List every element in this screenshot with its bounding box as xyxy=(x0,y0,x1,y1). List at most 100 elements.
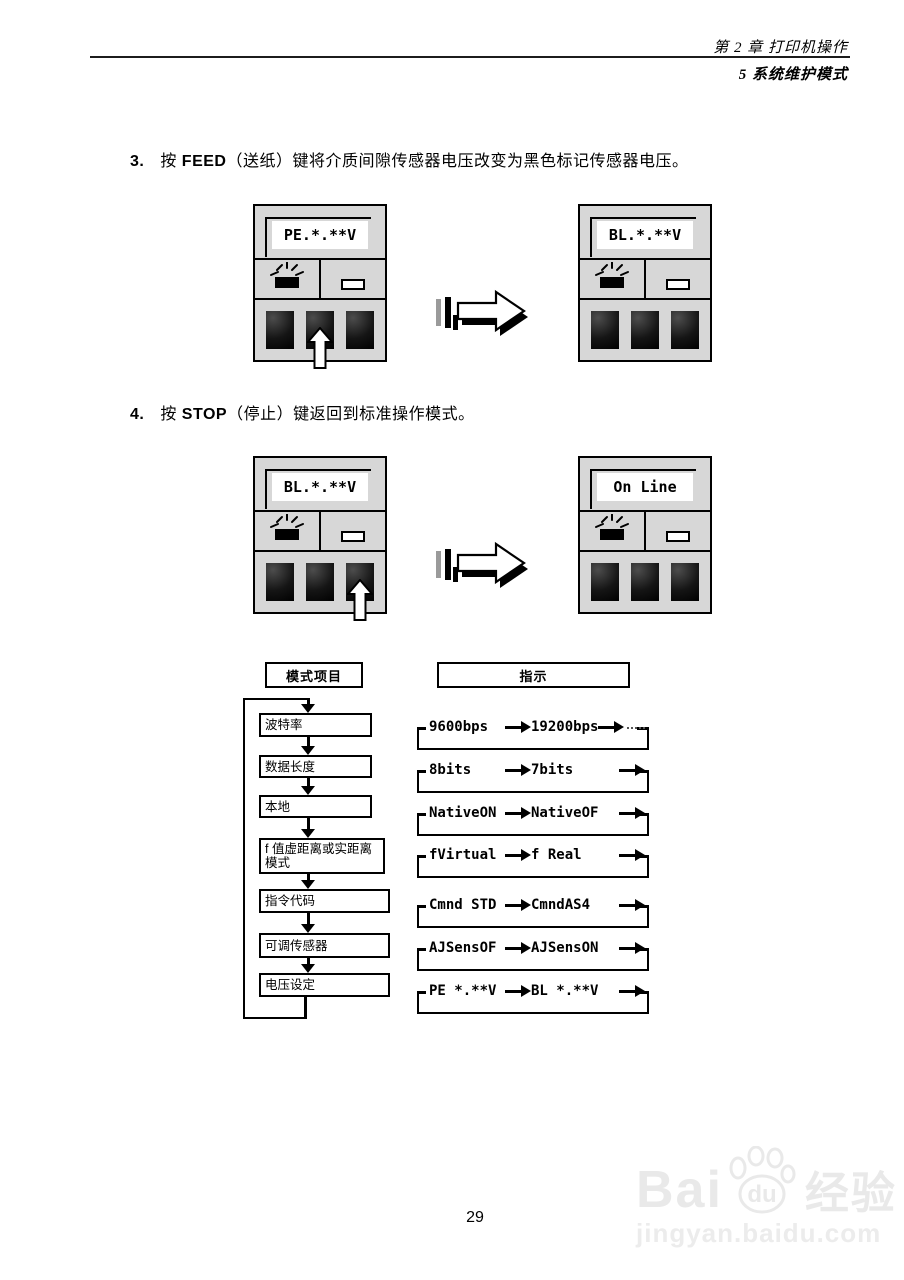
transition-arrow-icon xyxy=(436,289,528,336)
step-text: （送纸）键将介质间隙传感器电压改变为黑色标记传感器电压。 xyxy=(226,153,689,170)
led-on-indicator xyxy=(275,529,299,540)
right-arrow-icon xyxy=(505,807,531,819)
lcd-text: BL.*.**V xyxy=(608,226,682,244)
led-on-indicator xyxy=(600,529,624,540)
press-up-arrow-icon xyxy=(307,327,333,369)
header-rule xyxy=(90,56,850,58)
panel-button[interactable] xyxy=(346,311,374,349)
step-text: 按 xyxy=(160,406,182,423)
panel-button[interactable] xyxy=(591,563,619,601)
right-arrow-icon xyxy=(505,899,531,911)
option-label: fVirtual xyxy=(429,847,497,863)
flow-entry-arrow-icon xyxy=(301,698,315,713)
option-label: 9600bps xyxy=(429,719,489,735)
option-label: Cmnd STD xyxy=(429,897,497,913)
right-arrow-icon xyxy=(505,764,531,776)
right-arrow-icon xyxy=(619,849,645,861)
loop-corner xyxy=(417,813,426,816)
loop-outline xyxy=(417,855,649,878)
blink-rays-icon xyxy=(270,514,304,528)
flow-connector-arrow-icon xyxy=(301,737,315,755)
indicator-header: 指示 xyxy=(437,662,630,688)
printer-panel: BL.*.**V xyxy=(578,204,712,362)
panel-button[interactable] xyxy=(671,563,699,601)
watermark-logo: Bai du 经验 xyxy=(636,1146,904,1216)
mode-item-box: 数据长度 xyxy=(259,755,372,778)
mode-items-header: 模式项目 xyxy=(265,662,363,688)
indicator-row: AJSensOF AJSensON xyxy=(417,939,649,971)
loop-outline xyxy=(417,905,649,928)
continuation-dots xyxy=(627,726,645,729)
right-arrow-icon xyxy=(505,721,531,733)
option-label: BL *.**V xyxy=(531,983,599,999)
blink-rays-icon xyxy=(270,262,304,276)
blink-rays-icon xyxy=(595,514,629,528)
option-label: 8bits xyxy=(429,762,472,778)
loop-outline xyxy=(417,991,649,1014)
header-section: 5 系统维护模式 xyxy=(738,67,848,83)
header-chapter: 第 2 章 打印机操作 xyxy=(713,40,848,56)
watermark: Bai du 经验 jingyan.baidu.com xyxy=(636,1146,904,1249)
lcd-display: On Line xyxy=(590,469,696,509)
panel-button[interactable] xyxy=(671,311,699,349)
option-label: AJSensOF xyxy=(429,940,497,956)
panel-button[interactable] xyxy=(631,311,659,349)
mode-item-box: 指令代码 xyxy=(259,889,390,913)
loop-corner xyxy=(417,727,426,730)
watermark-brand-suffix: 经验 xyxy=(804,1169,897,1218)
option-label: f Real xyxy=(531,847,582,863)
right-arrow-icon xyxy=(505,942,531,954)
step-number: 4. xyxy=(130,406,145,423)
led-off-indicator xyxy=(666,531,690,542)
panel-button[interactable] xyxy=(631,563,659,601)
svg-text:du: du xyxy=(747,1181,776,1208)
press-up-arrow-icon xyxy=(347,579,373,621)
indicator-row: PE *.**V BL *.**V xyxy=(417,982,649,1014)
page-number: 29 xyxy=(466,1209,484,1226)
right-arrow-icon xyxy=(619,807,645,819)
lcd-text: On Line xyxy=(613,478,677,496)
transition-arrow-icon xyxy=(436,541,528,588)
right-arrow-icon xyxy=(619,899,645,911)
loop-outline xyxy=(417,813,649,836)
lcd-display: BL.*.**V xyxy=(590,217,696,257)
lcd-display: PE.*.**V xyxy=(265,217,371,257)
flow-connector-arrow-icon xyxy=(301,874,315,889)
indicator-row: fVirtual f Real xyxy=(417,846,649,878)
loop-outline xyxy=(417,770,649,793)
flow-loop-line xyxy=(243,698,307,1019)
right-arrow-icon xyxy=(619,985,645,997)
step-number: 3. xyxy=(130,153,145,170)
option-label: AJSensON xyxy=(531,940,599,956)
lcd-text: BL.*.**V xyxy=(283,478,357,496)
indicator-row: NativeON NativeOF xyxy=(417,804,649,836)
led-off-indicator xyxy=(666,279,690,290)
panel-button[interactable] xyxy=(266,563,294,601)
step-4-text: 4.按 STOP（停止）键返回到标准操作模式。 xyxy=(130,400,475,424)
panel-button[interactable] xyxy=(306,563,334,601)
flow-connector-arrow-icon xyxy=(301,818,315,838)
printer-panel: PE.*.**V xyxy=(253,204,387,369)
flow-connector-arrow-icon xyxy=(301,778,315,795)
led-off-indicator xyxy=(341,531,365,542)
mode-item-box: 电压设定 xyxy=(259,973,390,997)
option-label: 19200bps xyxy=(531,719,599,735)
right-arrow-icon xyxy=(619,942,645,954)
loop-corner xyxy=(417,948,426,951)
right-arrow-icon xyxy=(619,764,645,776)
loop-outline xyxy=(417,948,649,971)
flow-loop-stub xyxy=(304,997,307,1019)
option-label: NativeON xyxy=(429,805,497,821)
option-label: NativeOF xyxy=(531,805,599,821)
stop-key-label: STOP xyxy=(181,406,228,423)
panel-button[interactable] xyxy=(591,311,619,349)
option-label: PE *.**V xyxy=(429,983,497,999)
watermark-brand: Bai xyxy=(636,1161,723,1219)
panel-button[interactable] xyxy=(266,311,294,349)
loop-corner xyxy=(417,770,426,773)
